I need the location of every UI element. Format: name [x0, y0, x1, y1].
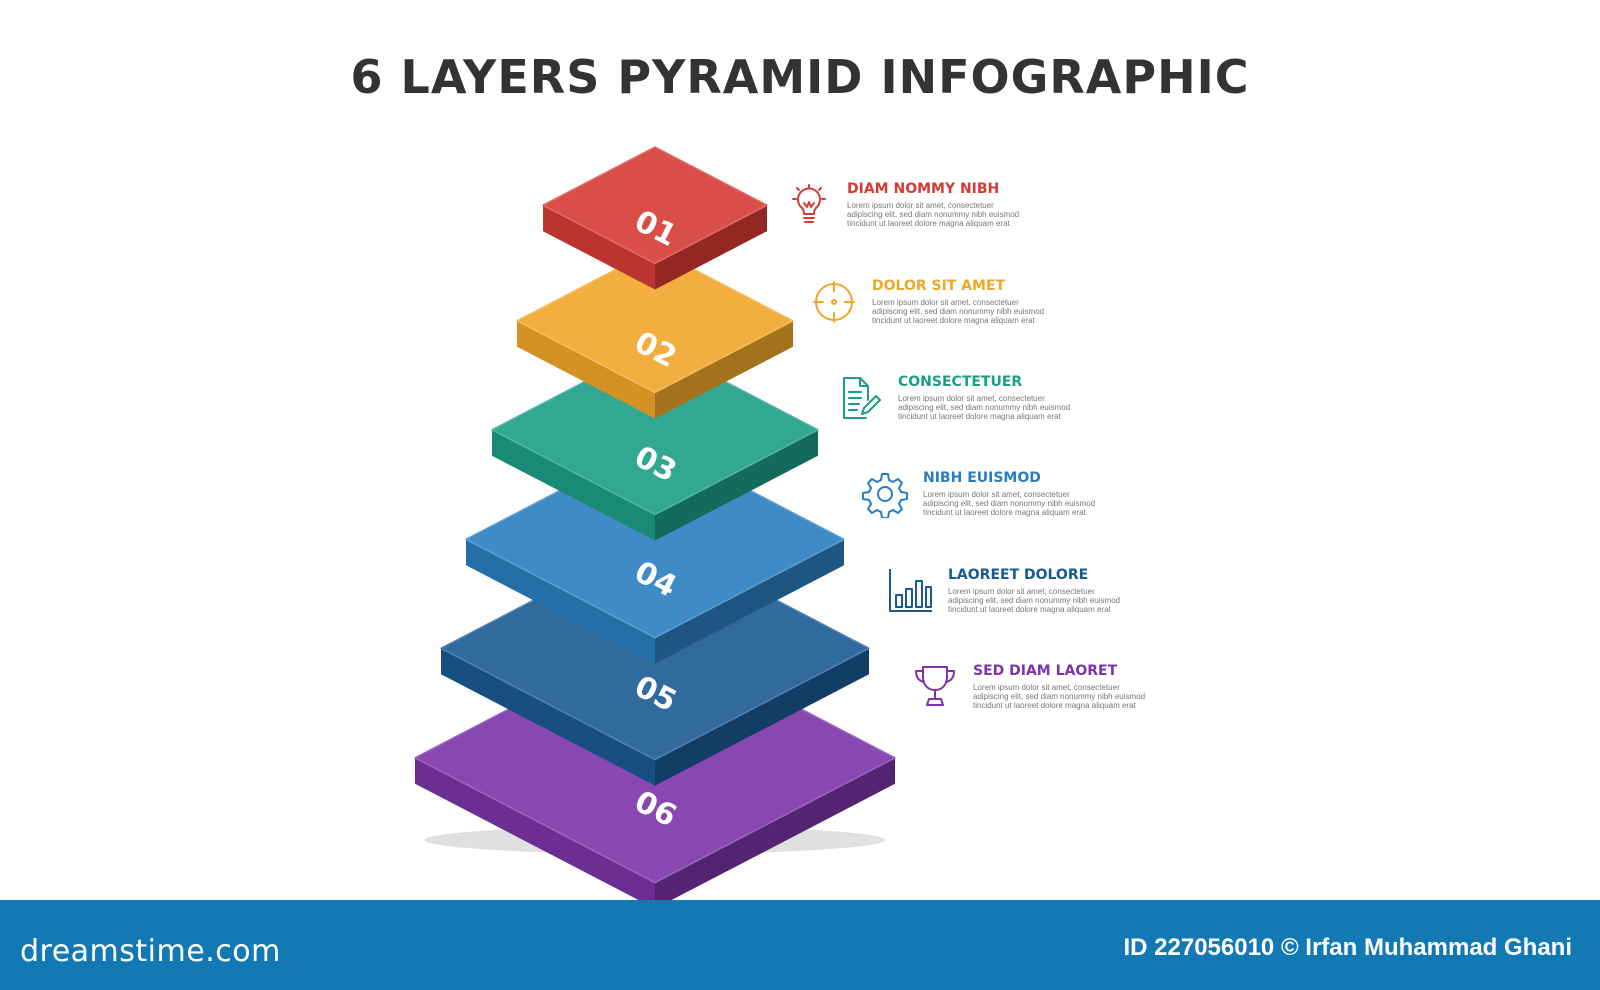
document-edit-icon: [836, 374, 884, 422]
layer-heading: CONSECTETUER: [898, 374, 1023, 390]
layer-left-side: [517, 320, 655, 419]
gear-icon: [861, 470, 909, 519]
trophy-icon: [911, 663, 959, 711]
layer-heading: LAOREET DOLORE: [948, 567, 1089, 583]
layer-right-side: [655, 757, 895, 900]
footer-bar: dreamstime.com ID 227056010 © Irfan Muha…: [0, 900, 1600, 990]
layer-left-side: [543, 205, 655, 290]
layer-right-side: [655, 205, 767, 290]
pyramid-layer-03: 03: [491, 344, 819, 541]
layer-right-side: [655, 648, 869, 786]
layer-left-side: [492, 429, 655, 541]
layer-heading: SED DIAM LAORET: [973, 663, 1118, 679]
layer-right-side: [655, 320, 793, 419]
target-icon: [810, 278, 858, 326]
bar-chart-icon: [886, 567, 934, 615]
layer-top-face: [542, 146, 768, 265]
layer-heading: DOLOR SIT AMET: [872, 278, 1006, 294]
pyramid-layer-02: 02: [516, 248, 794, 419]
layer-left-side: [415, 757, 655, 900]
layer-description: Lorem ipsum dolor sit amet, consectetuer…: [847, 201, 1020, 228]
layer-description: Lorem ipsum dolor sit amet, consectetuer…: [898, 394, 1071, 421]
layer-description: Lorem ipsum dolor sit amet, consectetuer…: [973, 683, 1146, 710]
layer-description: Lorem ipsum dolor sit amet, consectetuer…: [872, 298, 1045, 325]
footer-brand[interactable]: dreamstime.com: [20, 934, 281, 969]
layer-description: Lorem ipsum dolor sit amet, consectetuer…: [923, 490, 1096, 517]
pyramid-layer-01: 01: [542, 146, 768, 290]
page-title: 6 LAYERS PYRAMID INFOGRAPHIC: [350, 50, 1250, 104]
layer-right-side: [655, 539, 844, 664]
layer-left-side: [441, 648, 655, 786]
layer-top-face: [491, 344, 819, 516]
lightbulb-icon: [785, 181, 833, 229]
layer-heading: NIBH EUISMOD: [923, 470, 1041, 486]
layer-top-face: [516, 248, 794, 394]
layer-description: Lorem ipsum dolor sit amet, consectetuer…: [948, 587, 1121, 614]
layer-right-side: [655, 429, 818, 541]
footer-credit: ID 227056010 © Irfan Muhammad Ghani: [1123, 934, 1572, 961]
layer-left-side: [466, 539, 655, 664]
layer-heading: DIAM NOMMY NIBH: [847, 181, 1000, 197]
